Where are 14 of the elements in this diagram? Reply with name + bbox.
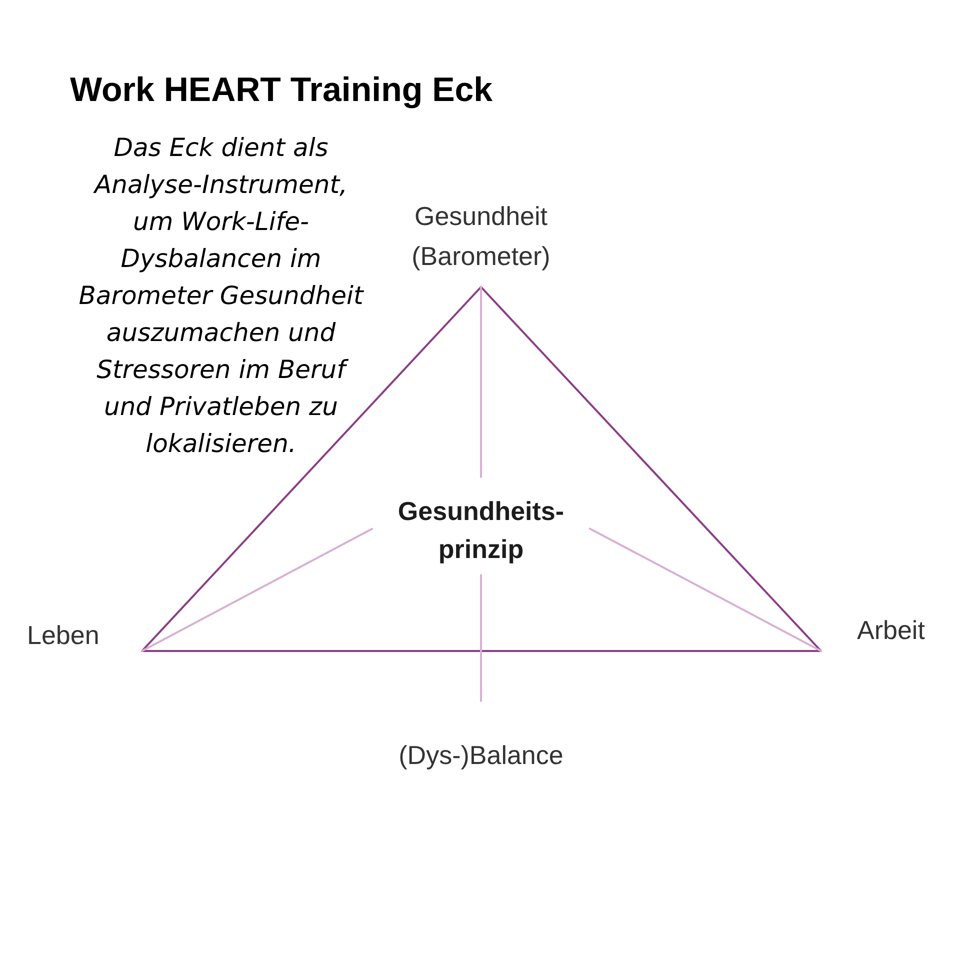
axis-label: (Dys-)Balance <box>398 739 564 771</box>
connector-line <box>480 286 482 478</box>
corner-label: Leben <box>27 619 100 651</box>
triangle-side <box>141 286 482 652</box>
corner-label: Arbeit <box>857 614 925 646</box>
connector-line <box>141 528 373 652</box>
connector-line <box>589 528 822 652</box>
corner-label: Gesundheit (Barometer) <box>410 200 552 273</box>
center-label: Gesundheits- prinzip <box>396 495 566 566</box>
triangle-side <box>480 286 822 652</box>
description-text: Das Eck dient als Analyse-Instrument, um Work-Life- Dysbalancen im Barometer Gesundheit auszumachen und Stressoren im Beruf und Privatleben zu lokalisieren. <box>78 132 365 460</box>
connector-line <box>480 574 482 702</box>
title: Work HEART Training Eck <box>70 70 493 110</box>
triangle-side <box>141 650 822 652</box>
